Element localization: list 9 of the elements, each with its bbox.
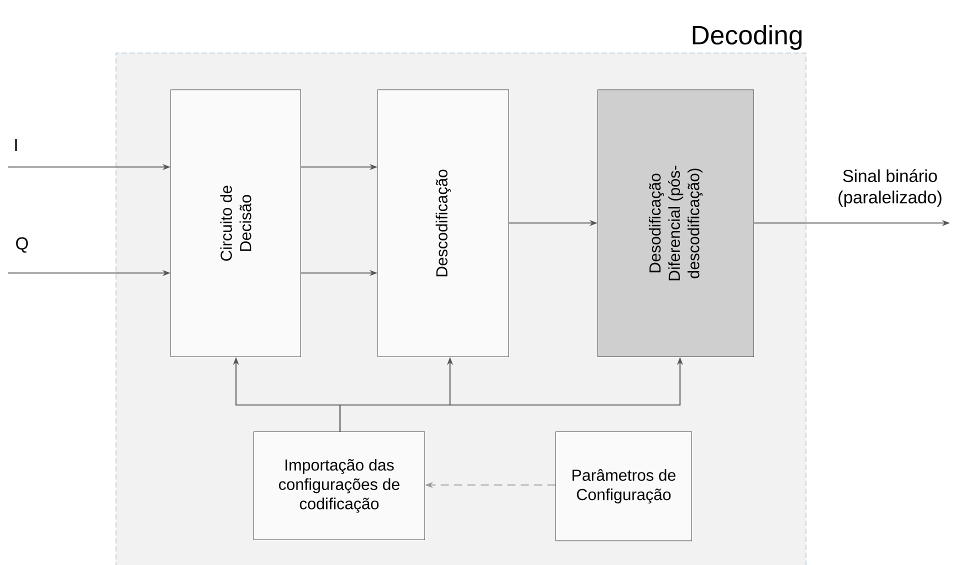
node-label: Decoding — [692, 24, 802, 50]
edge-label: Q — [16, 237, 28, 253]
process-box: Desodificação Diferencial (pós-descodificação) — [597, 90, 754, 357]
process-box: Importação das configurações de codificação — [254, 432, 425, 540]
process-box: Parâmetros de Configuração — [555, 431, 692, 542]
process-box: Descodificação — [378, 90, 509, 357]
edge-label: I — [15, 139, 17, 151]
edge-label: Sinal binário (paralelizado) — [838, 169, 942, 207]
process-box: Circuito de Decisão — [170, 90, 301, 357]
